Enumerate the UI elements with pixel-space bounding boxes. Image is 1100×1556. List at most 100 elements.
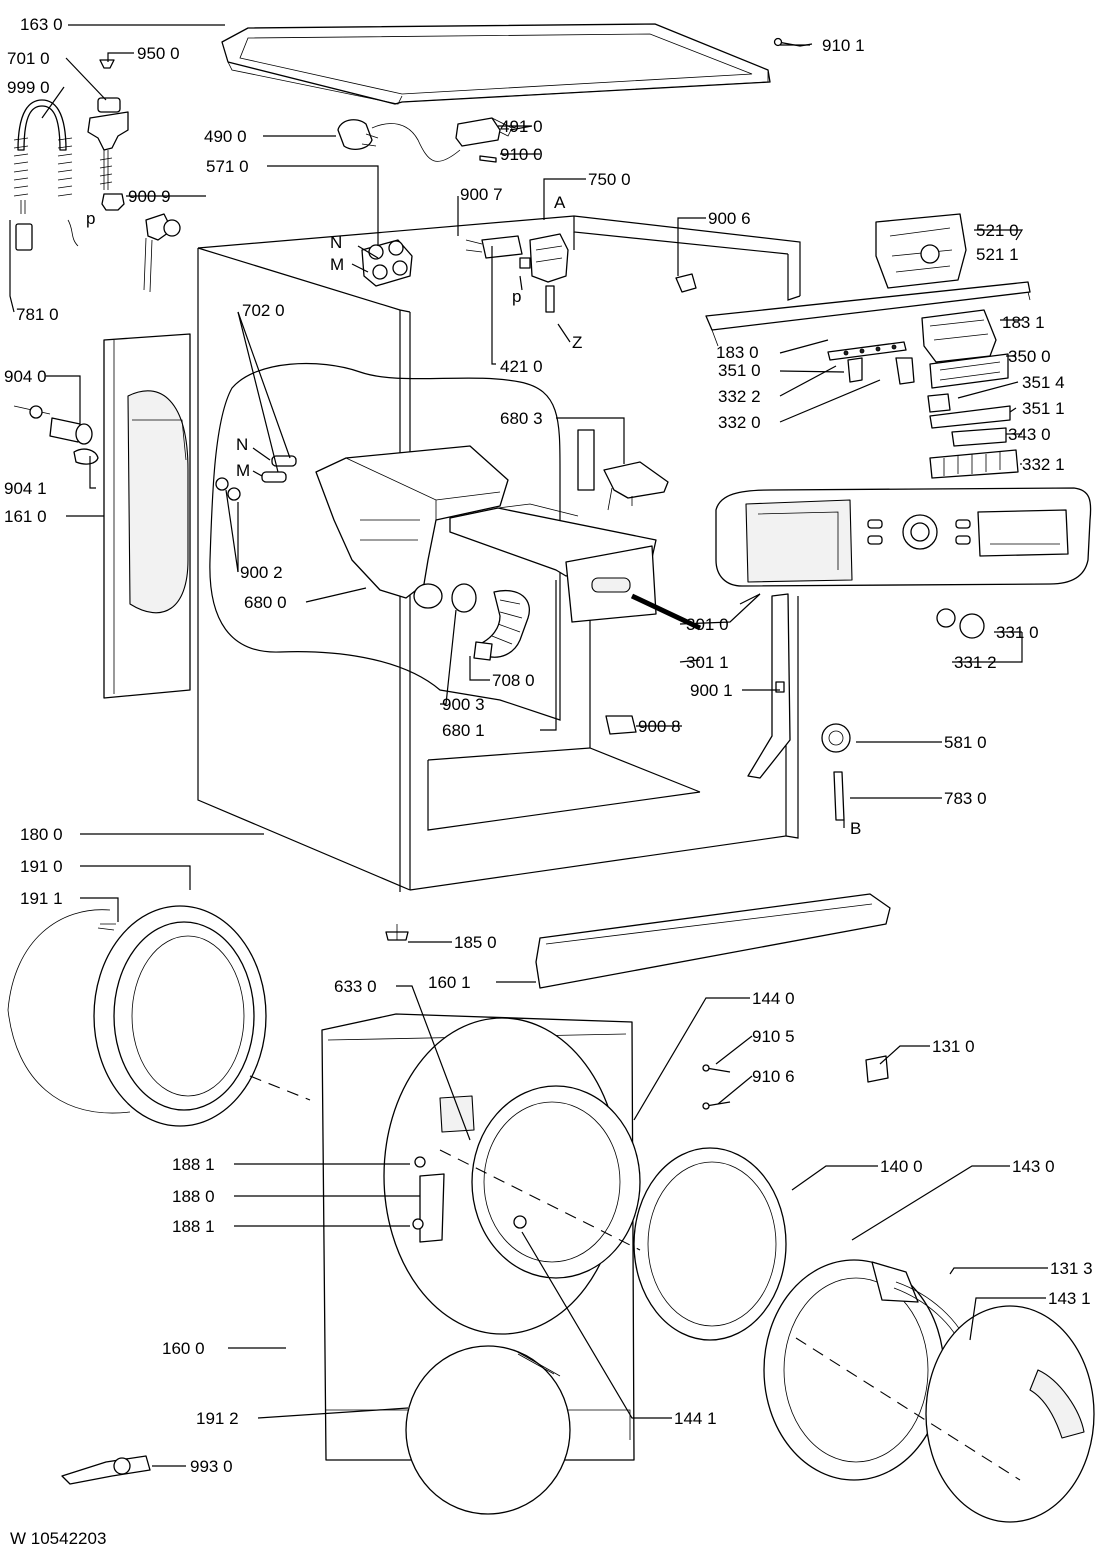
bracket-680-3 xyxy=(577,429,669,511)
part-label: 900 1 xyxy=(690,681,733,700)
part-label: 910 1 xyxy=(822,36,865,55)
part-label: N xyxy=(236,435,248,454)
part-label: 183 1 xyxy=(1002,313,1045,332)
part-label: 701 0 xyxy=(7,49,50,68)
part-label: 750 0 xyxy=(588,170,631,189)
part-label: 910 5 xyxy=(752,1027,795,1046)
part-label: 332 1 xyxy=(1022,455,1065,474)
part-label: 783 0 xyxy=(944,789,987,808)
bracket-900-1 xyxy=(747,593,791,779)
parts-artwork xyxy=(7,23,1095,1523)
part-label: 331 2 xyxy=(954,653,997,672)
clip-900-8 xyxy=(605,715,637,735)
part-label: 188 1 xyxy=(172,1217,215,1236)
part-label: 331 0 xyxy=(996,623,1039,642)
part-label: 144 1 xyxy=(674,1409,717,1428)
part-label: 521 1 xyxy=(976,245,1019,264)
cable-490 xyxy=(337,119,461,162)
part-label: 781 0 xyxy=(16,305,59,324)
part-label: 702 0 xyxy=(242,301,285,320)
part-label: 332 2 xyxy=(718,387,761,406)
part-label: 581 0 xyxy=(944,733,987,752)
part-label: 180 0 xyxy=(20,825,63,844)
door-frame-143 xyxy=(763,1259,945,1481)
part-label: 160 1 xyxy=(428,973,471,992)
part-label: 900 7 xyxy=(460,185,503,204)
control-panel-301 xyxy=(715,487,1092,587)
part-label: 950 0 xyxy=(137,44,180,63)
clip-900-6 xyxy=(675,273,697,293)
part-label: 191 1 xyxy=(20,889,63,908)
part-label: 131 3 xyxy=(1050,1259,1093,1278)
clamps-900-2 xyxy=(215,477,241,501)
part-label: Z xyxy=(572,333,582,352)
leader-lines xyxy=(9,24,1048,1467)
filter-491 xyxy=(455,117,513,163)
part-label: M xyxy=(330,255,344,274)
part-label: 161 0 xyxy=(4,507,47,526)
part-label: 993 0 xyxy=(190,1457,233,1476)
valve-571 xyxy=(361,239,413,287)
document-id: W 10542203 xyxy=(10,1529,106,1548)
part-label: 188 1 xyxy=(172,1155,215,1174)
part-label: 680 1 xyxy=(442,721,485,740)
knob-331 xyxy=(936,608,985,639)
part-label: 421 0 xyxy=(500,357,543,376)
tool-993 xyxy=(61,1455,151,1485)
kick-plate-160-1 xyxy=(535,893,891,989)
part-label: 633 0 xyxy=(334,977,377,996)
part-label: 680 3 xyxy=(500,409,543,428)
part-label: N xyxy=(330,233,342,252)
part-label: 910 6 xyxy=(752,1067,795,1086)
caps-702 xyxy=(261,455,297,483)
part-label: 680 0 xyxy=(244,593,287,612)
part-label: 521 0 xyxy=(976,221,1019,240)
part-label: 910 0 xyxy=(500,145,543,164)
part-label: 301 0 xyxy=(686,615,729,634)
part-label: 183 0 xyxy=(716,343,759,362)
screws-910 xyxy=(702,1064,731,1110)
part-label: 490 0 xyxy=(204,127,247,146)
part-label: 900 3 xyxy=(442,695,485,714)
rod-301-1 xyxy=(630,593,702,631)
door-seal-191 xyxy=(7,905,267,1127)
siphon-701 xyxy=(87,97,129,190)
heater-421 xyxy=(465,235,531,269)
dispenser-housing-680 xyxy=(315,445,509,609)
part-label: 900 6 xyxy=(708,209,751,228)
part-label: 343 0 xyxy=(1008,425,1051,444)
bellows-708 xyxy=(451,583,530,661)
foot-904 xyxy=(13,405,99,465)
part-label: 163 0 xyxy=(20,15,63,34)
part-label: 999 0 xyxy=(7,78,50,97)
controls-assembly xyxy=(705,213,1031,479)
part-label: 708 0 xyxy=(492,671,535,690)
hinge-188 xyxy=(412,1156,445,1243)
part-label: 904 1 xyxy=(4,479,47,498)
part-label: 144 0 xyxy=(752,989,795,1008)
part-label: 131 0 xyxy=(932,1037,975,1056)
door-ring-144 xyxy=(471,1085,641,1279)
part-label: 900 2 xyxy=(240,563,283,582)
part-label: 571 0 xyxy=(206,157,249,176)
top-cover xyxy=(221,23,771,105)
part-label: 143 0 xyxy=(1012,1157,1055,1176)
part-label: 140 0 xyxy=(880,1157,923,1176)
part-label: p xyxy=(512,287,521,306)
part-label: 301 1 xyxy=(686,653,729,672)
rod-783 xyxy=(833,771,845,821)
part-label: 350 0 xyxy=(1008,347,1051,366)
part-label: 351 1 xyxy=(1022,399,1065,418)
pressure-switch-750 xyxy=(529,233,569,313)
foot-185 xyxy=(385,924,409,941)
part-label: 191 2 xyxy=(196,1409,239,1428)
dispenser-drawer-680-1 xyxy=(449,503,657,623)
part-label: 143 1 xyxy=(1048,1289,1091,1308)
part-label: 332 0 xyxy=(718,413,761,432)
part-label: 900 9 xyxy=(128,187,171,206)
inlet-hose-781 xyxy=(143,213,181,293)
clip-900-9 xyxy=(101,193,125,211)
part-label: A xyxy=(554,193,566,212)
